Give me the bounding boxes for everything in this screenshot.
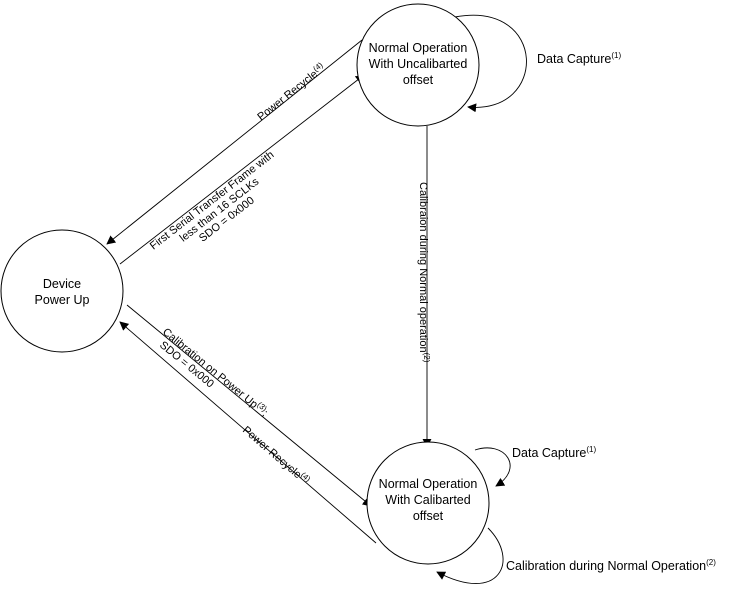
state-device-power-up: Device Power Up [0,229,124,353]
edge-data-capture-top-loop [454,14,527,113]
edge-first-frame [119,74,365,265]
label-power-recycle-top: Power Recycle(4) [254,60,328,123]
state-power-up-line2: Power Up [35,293,90,307]
label-data-capture-bottom: Data Capture(1) [512,445,596,460]
edge-power-recycle-top [106,39,363,245]
state-uncal-line3: offset [403,73,434,87]
state-calibrated: Normal Operation With Calibarted offset [366,441,490,565]
label-data-capture-top: Data Capture(1) [537,51,621,66]
state-power-up-line1: Device [43,277,81,291]
state-cal-line2: With Calibarted [385,493,470,507]
label-calibration-power-up: Calibration on Power Up(3); SDO = 0x000 [157,326,270,419]
label-power-recycle-bottom: Power Recycle(4) [240,423,312,488]
edge-calibration-bottom-loop [436,527,504,584]
state-uncalibrated: Normal Operation With Uncalibarted offse… [356,3,480,127]
label-first-frame: First Serial Transfer Frame with less th… [148,149,277,253]
edge-power-recycle-bottom [119,321,377,544]
edge-calibration-power-up [126,304,372,507]
label-calibration-loop: Calibration during Normal Operation(2) [506,558,716,573]
label-calibration-vertical: Calibraion during Normal operation(2) [417,182,431,363]
state-uncal-line2: With Uncalibarted [369,57,468,71]
state-cal-line3: offset [413,509,444,523]
edge-data-capture-bottom-loop [474,447,511,487]
state-cal-line1: Normal Operation [379,477,478,491]
state-uncal-line1: Normal Operation [369,41,468,55]
